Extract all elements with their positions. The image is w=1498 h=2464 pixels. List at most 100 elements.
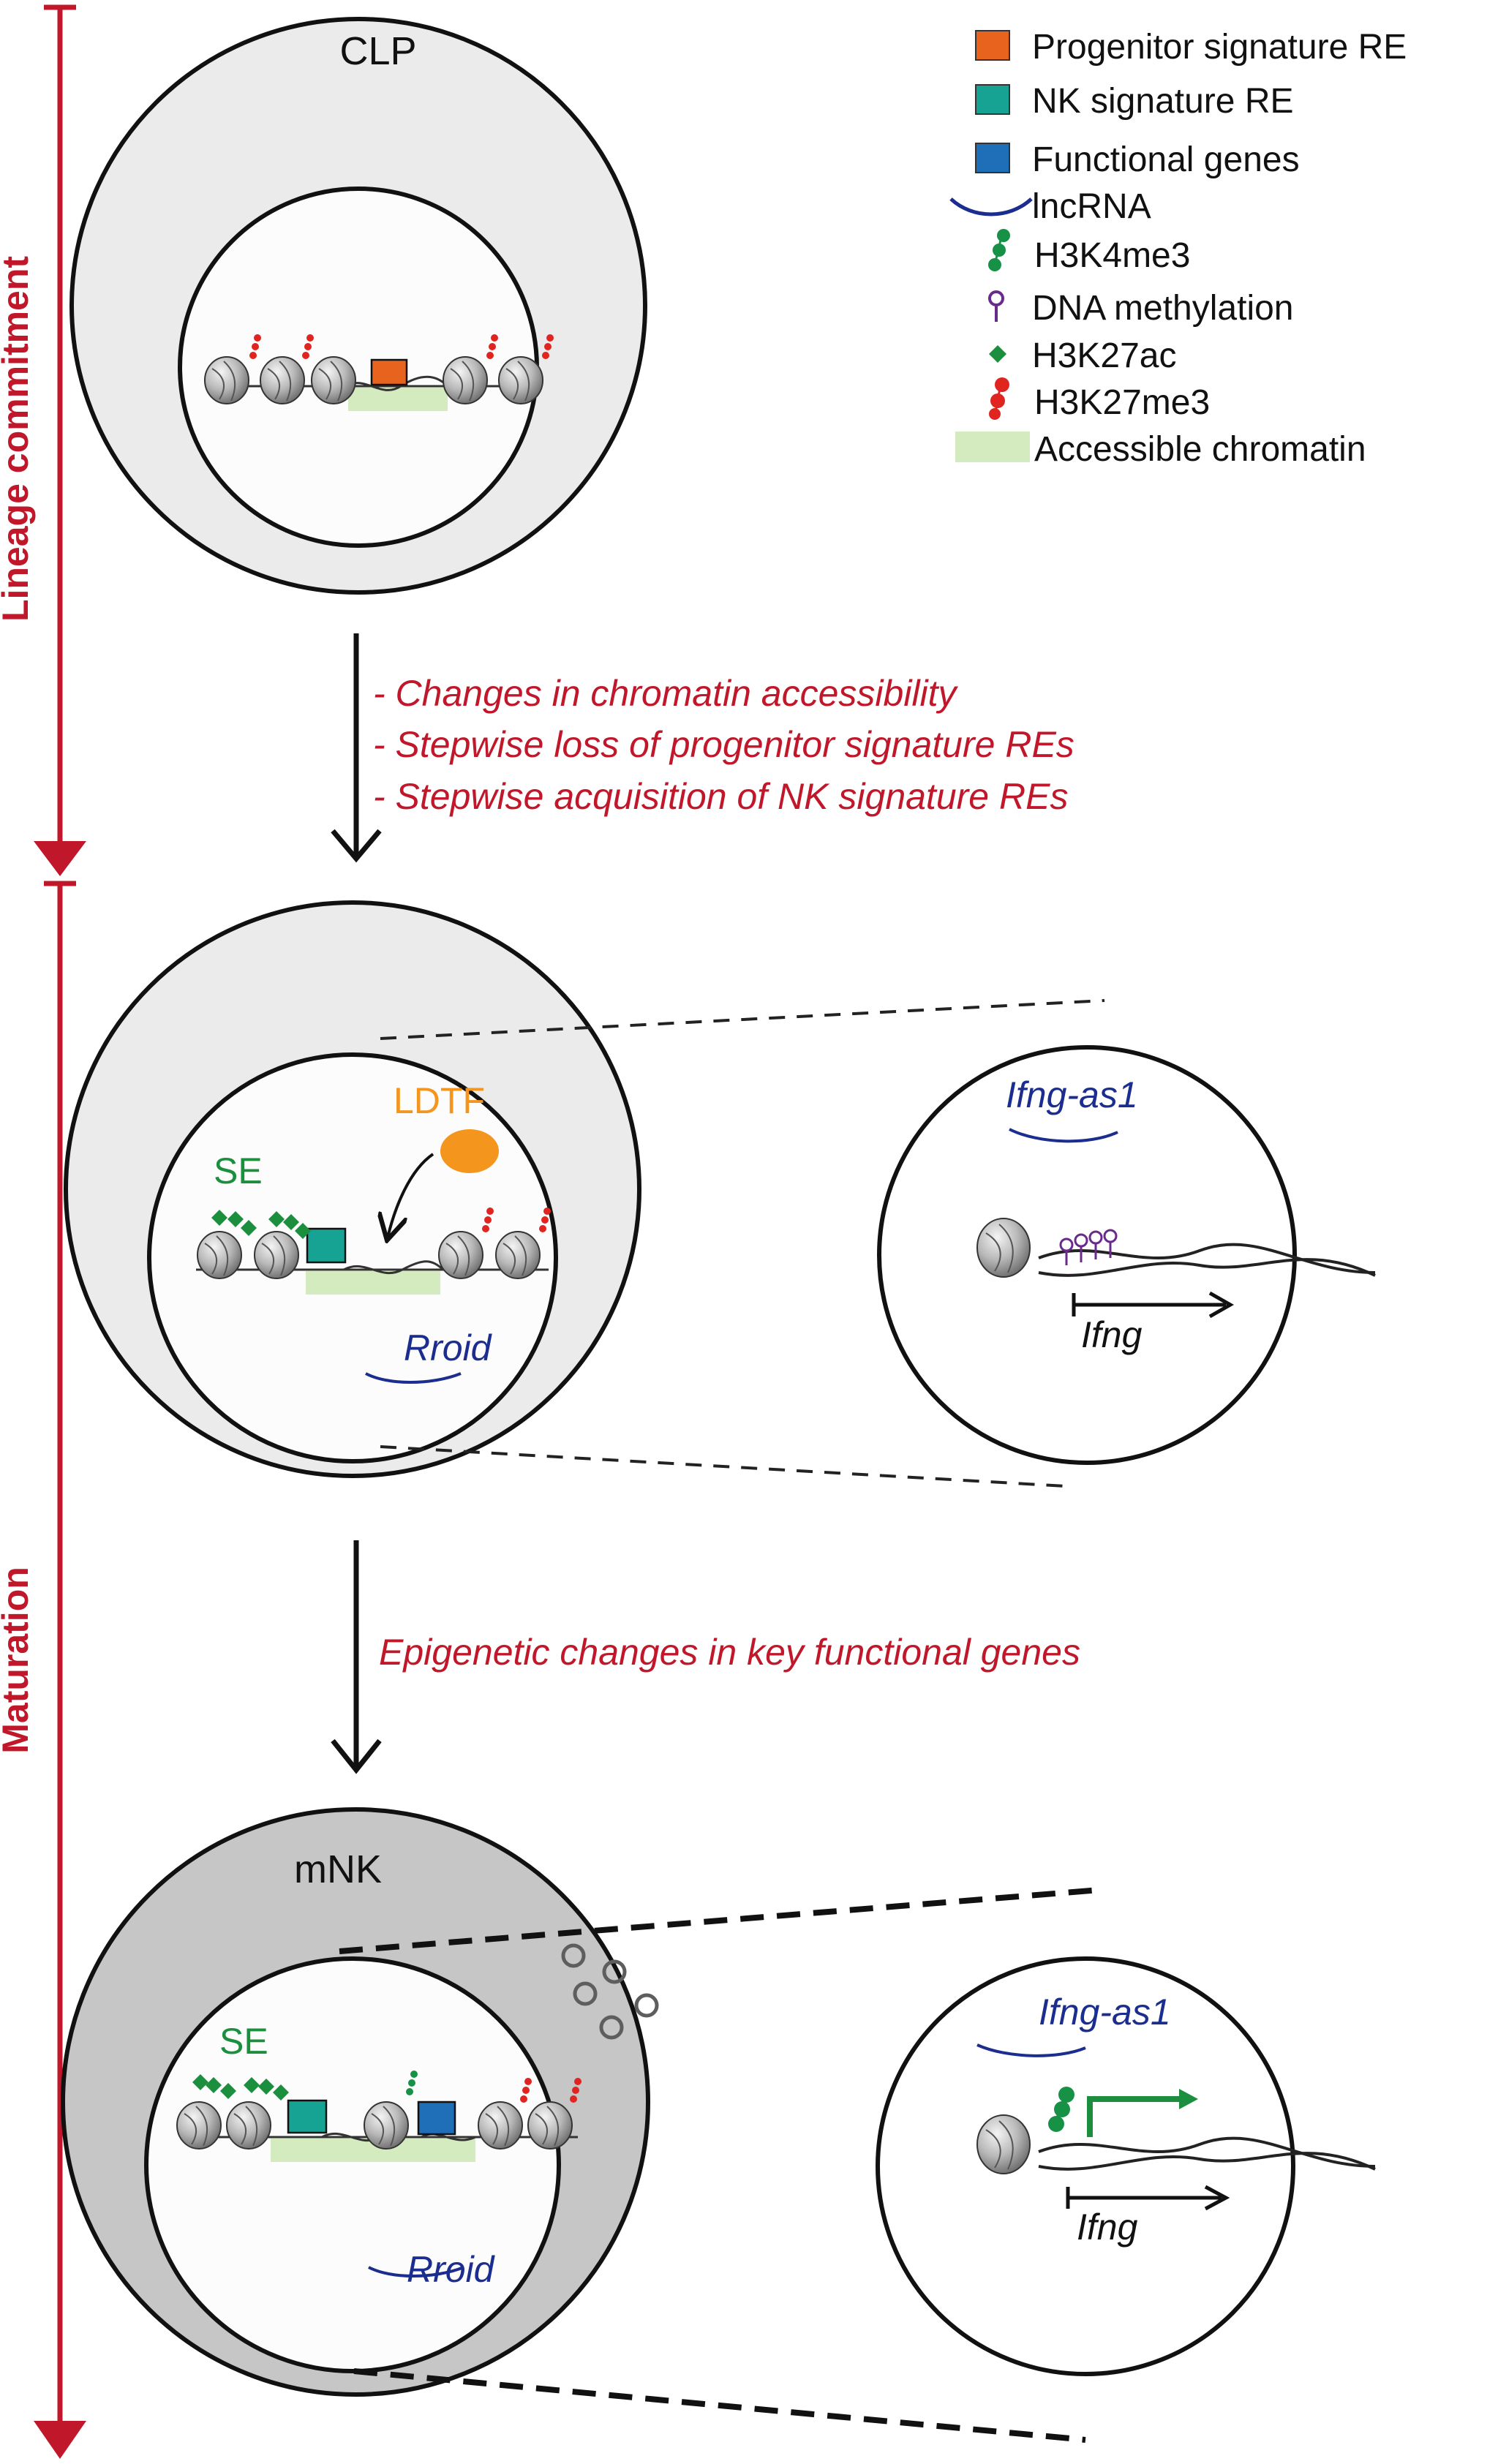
h3k27ac-mark [244, 2077, 260, 2093]
zoom-1-circle [877, 1045, 1297, 1465]
immature-nk-re-box [306, 1227, 347, 1264]
transition-1-line-2: - Stepwise loss of progenitor signature … [373, 724, 1074, 765]
immature-nucleosome-3 [438, 1231, 483, 1279]
h3k27me3-mark [570, 2078, 581, 2103]
legend-label-h3k27ac: H3K27ac [1032, 336, 1176, 375]
mnk-h3k4me3-mark [406, 2071, 418, 2095]
transition-1-arrowhead [331, 829, 382, 863]
clp-cell: CLP [69, 17, 647, 595]
mnk-nucleosome-2 [226, 2101, 271, 2150]
zoom-ifng-active: Ifng-as1 Ifng [876, 1956, 1376, 2376]
mnk-se-label: SE [219, 2021, 268, 2062]
h3k27me3-mark [482, 1207, 494, 1232]
ldtf-label: LDTF [394, 1080, 485, 1121]
legend-label-dna-methylation: DNA methylation [1032, 289, 1294, 328]
dna-methylation-mark [1103, 1229, 1118, 1258]
mnk-h3k27ac-marks [192, 2074, 289, 2101]
mnk-nucleosome-3 [364, 2101, 409, 2150]
zoom-1-dna-methylation-marks [1059, 1229, 1118, 1265]
mnk-cell: mNK [61, 1807, 1101, 2443]
zoom-1-ifng-gene-arrowhead [1208, 1291, 1235, 1319]
immature-se-label: SE [214, 1150, 263, 1191]
h3k27me3-mark [520, 2078, 532, 2103]
h3k27me3-mark [486, 334, 498, 359]
h3k27ac-mark [206, 2077, 222, 2093]
lineage-commitment-label: Lineage commitment [0, 256, 36, 622]
ldtf-arrow [388, 1153, 434, 1237]
clp-accessible-region [348, 388, 448, 411]
timeline: Lineage commitment Maturation [0, 4, 86, 2459]
mnk-nucleosome-1 [176, 2101, 222, 2150]
mnk-nucleosome-5 [527, 2101, 573, 2150]
h3k27ac-mark [295, 1223, 311, 1239]
granule [602, 1959, 627, 1984]
lncrna-wave-icon [949, 197, 1033, 216]
dna-methylation-mark [1059, 1237, 1074, 1265]
zoom-2-ifng-gene-arrowhead [1204, 2185, 1230, 2211]
zoom-1-dna-helix-a [1038, 1243, 1376, 1274]
zoom-line-top-2 [339, 1887, 1101, 1954]
dna-methylation-mark [1074, 1233, 1088, 1262]
immature-h3k27ac-marks [211, 1210, 311, 1239]
zoom-1-nucleosome [976, 1218, 1031, 1278]
clp-progenitor-re-box [370, 358, 408, 386]
zoom-ifng-methylated: Ifng-as1 Ifng [877, 1045, 1376, 1465]
transition-2-text: Epigenetic changes in key functional gen… [379, 1632, 1080, 1673]
mnk-rroid-wave [368, 2266, 464, 2277]
zoom-2-dna-helix-a [1038, 2136, 1376, 2168]
zoom-2-ifng-as1-wave [976, 2043, 1086, 2057]
orange-square-icon [975, 30, 1010, 61]
h3k27ac-mark [220, 2083, 236, 2099]
zoom-2-transcription-arrowhead [1179, 2089, 1198, 2109]
mnk-h3k27me3-marks [520, 2078, 581, 2103]
maturation-label: Maturation [0, 1567, 36, 1754]
legend-label-lncrna: lncRNA [1032, 187, 1151, 226]
mnk-accessible-region-2 [395, 2139, 475, 2162]
h3k27ac-mark [268, 1211, 285, 1227]
dna-methylation-mark [1088, 1230, 1103, 1259]
immature-nk-cell: SE LDTF Rroid [64, 900, 1105, 1488]
granule [573, 1981, 598, 2006]
dna-methylation-lollipop-icon [988, 290, 1004, 322]
cytotoxic-granules [561, 1943, 659, 2040]
zoom-2-dna-helix-b [1038, 2152, 1376, 2171]
clp-h3k27me3-marks [249, 334, 554, 359]
teal-square-icon [975, 84, 1010, 115]
zoom-2-circle [876, 1956, 1295, 2376]
h3k27ac-mark [273, 2084, 289, 2101]
h3k27me3-mark [249, 334, 261, 359]
immature-rroid-label: Rroid [404, 1327, 493, 1368]
h3k27ac-mark [211, 1210, 227, 1226]
h3k4me3-lollipop-icon [988, 229, 1010, 271]
immature-dna-helix [343, 1260, 444, 1275]
zoom-2-h3k4me3-mark [1048, 2087, 1074, 2132]
legend-label-accessible: Accessible chromatin [1034, 430, 1366, 469]
immature-accessible-region [306, 1271, 440, 1295]
transition-1-line-1: - Changes in chromatin accessibility [373, 673, 959, 714]
clp-nucleosome-1 [204, 356, 249, 404]
zoom-2-nucleosome [976, 2114, 1031, 2174]
clp-nucleosome-3 [311, 356, 356, 404]
transition-2: Epigenetic changes in key functional gen… [331, 1540, 1080, 1774]
clp-label: CLP [339, 29, 416, 73]
immature-nucleosome-1 [197, 1231, 242, 1279]
clp-dna-helix [345, 375, 449, 391]
h3k27ac-mark [258, 2079, 274, 2095]
granule [599, 2015, 624, 2040]
mnk-nk-re-box [287, 2099, 328, 2134]
immature-rroid-wave [365, 1372, 462, 1384]
h3k27ac-mark [192, 2074, 208, 2090]
mnk-label: mNK [294, 1847, 382, 1891]
legend-label-h3k27me3: H3K27me3 [1034, 383, 1210, 422]
accessible-chromatin-swatch-icon [955, 432, 1030, 462]
legend-label-functional: Functional genes [1032, 140, 1300, 179]
immature-h3k27me3-marks [482, 1207, 551, 1232]
legend-label-progenitor: Progenitor signature RE [1032, 28, 1407, 67]
legend-label-h3k4me3: H3K4me3 [1034, 236, 1190, 275]
lineage-axis-arrowhead [34, 841, 86, 876]
transition-2-arrowhead [331, 1738, 382, 1774]
zoom-2-ifng-as1-label: Ifng-as1 [1039, 1992, 1171, 2032]
clp-nucleosome-2 [260, 356, 305, 404]
h3k27ac-mark [283, 1214, 299, 1230]
